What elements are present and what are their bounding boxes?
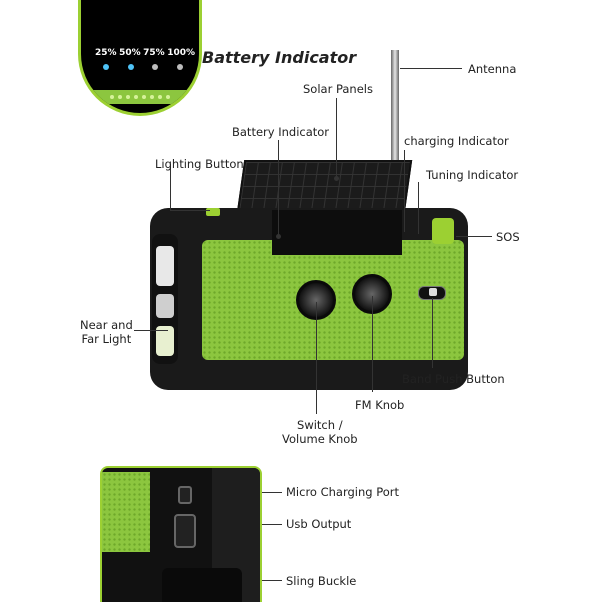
zoom-green-band bbox=[91, 90, 189, 104]
radio-speaker-panel bbox=[202, 240, 464, 360]
label-band-push-button: Band Push Button bbox=[402, 372, 505, 386]
label-tuning-indicator: Tuning Indicator bbox=[426, 168, 519, 182]
label-switch-volume-knob: Switch / Volume Knob bbox=[282, 418, 358, 446]
sos-button[interactable] bbox=[432, 218, 454, 244]
label-sos: SOS bbox=[496, 230, 520, 244]
battery-dots bbox=[103, 64, 183, 70]
battery-pct-50: 50% bbox=[119, 48, 141, 58]
label-solar-panels: Solar Panels bbox=[303, 82, 373, 96]
label-antenna: Antenna bbox=[468, 62, 517, 76]
side-light bbox=[152, 234, 178, 364]
battery-pct-25: 25% bbox=[95, 48, 117, 58]
battery-pct-75: 75% bbox=[143, 48, 165, 58]
label-charging-indicator: charging Indicator bbox=[404, 134, 509, 148]
battery-pct-100: 100% bbox=[167, 48, 195, 58]
lighting-button[interactable] bbox=[206, 208, 220, 216]
battery-indicator-zoom: 25% 50% 75% 100% bbox=[78, 0, 202, 116]
label-usb-output: Usb Output bbox=[286, 517, 352, 531]
usb-output-port[interactable] bbox=[174, 514, 196, 548]
battery-percentages: 25% 50% 75% 100% bbox=[95, 48, 195, 58]
antenna-rod bbox=[391, 50, 399, 220]
battery-dot-75 bbox=[152, 64, 159, 70]
label-lighting-button: Lighting Button bbox=[155, 157, 244, 171]
page-title: Battery Indicator bbox=[202, 48, 357, 67]
sling-buckle bbox=[162, 568, 242, 602]
label-near-far-light: Near and Far Light bbox=[80, 318, 133, 346]
label-fm-knob: FM Knob bbox=[355, 398, 405, 412]
label-micro-charging-port: Micro Charging Port bbox=[286, 485, 400, 499]
battery-dot-25 bbox=[103, 64, 109, 70]
radio-dial bbox=[272, 210, 402, 255]
battery-dot-100 bbox=[176, 64, 183, 70]
side-detail-view bbox=[100, 466, 262, 602]
micro-charging-port[interactable] bbox=[178, 486, 192, 504]
label-battery-indicator: Battery Indicator bbox=[232, 125, 330, 139]
battery-dot-50 bbox=[127, 64, 134, 70]
label-sling-buckle: Sling Buckle bbox=[286, 574, 357, 588]
